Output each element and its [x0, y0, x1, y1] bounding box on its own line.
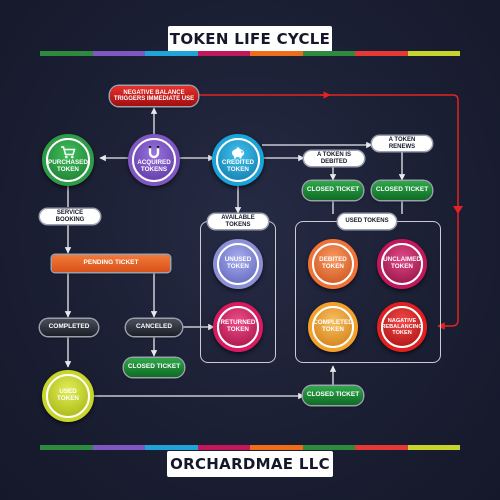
stripe-segment: [92, 445, 145, 450]
closed-ticket-1-text: CLOSED TICKET: [306, 186, 360, 194]
available-tokens-label: AVAILABLE TOKENS: [208, 214, 268, 229]
node-negative-rebalancing-token: NAGATIVE REBALANCING TOKEN: [377, 302, 427, 352]
negative-balance-text: NEGATIVE BALANCE TRIGGERS IMMEDIATE USE: [113, 89, 195, 102]
stripe-segment: [250, 51, 303, 56]
credited-token-label: CREDITED TOKEN: [221, 158, 255, 173]
used-tokens-label: USED TOKENS: [338, 214, 396, 229]
completed-token-label: COMPLETED TOKEN: [313, 319, 353, 333]
a-token-renews-label: A TOKEN RENEWS: [372, 136, 432, 151]
node-credited-token: CREDITED TOKEN: [212, 134, 264, 186]
node-unused-token: UNUSED TOKEN: [213, 239, 263, 289]
node-completed-token: COMPLETED TOKEN: [308, 302, 358, 352]
stripe-segment: [355, 445, 408, 450]
canceled-text: CANCELED: [135, 323, 173, 331]
a-token-is-debited-label: A TOKEN IS DEBITED: [304, 151, 364, 166]
node-purchased-token: PURCHASED TOKEN: [42, 134, 94, 186]
node-returned-token: RETURNED TOKEN: [213, 302, 263, 352]
used-tokens-text: USED TOKENS: [345, 218, 389, 225]
a-token-renews-text: A TOKEN RENEWS: [388, 137, 416, 150]
pending-ticket-text: PENDING TICKET: [83, 259, 139, 267]
pending-ticket-bar: PENDING TICKET: [52, 255, 170, 272]
stripe-segment: [197, 51, 250, 56]
page-title: TOKEN LIFE CYCLE: [168, 26, 332, 52]
stripe-segment: [92, 51, 145, 56]
negative-balance-label: NEGATIVE BALANCE TRIGGERS IMMEDIATE USE: [110, 86, 198, 106]
acquired-tokens-label: ACQUIRED TOKENS: [137, 159, 171, 173]
closed-ticket-2-text: CLOSED TICKET: [375, 186, 429, 194]
completed-label: COMPLETED: [40, 319, 98, 336]
a-token-is-debited-text: A TOKEN IS DEBITED: [316, 152, 351, 165]
stripe-segment: [355, 51, 408, 56]
piggy-bank-icon: [232, 147, 244, 159]
footer-company: ORCHARDMAE LLC: [167, 451, 333, 477]
negative-rebalancing-token-label: NAGATIVE REBALANCING TOKEN: [381, 317, 423, 337]
node-unclaimed-token: UNCLAIMED TOKEN: [377, 239, 427, 289]
top-color-stripe: [40, 51, 460, 56]
closed-ticket-1: CLOSED TICKET: [303, 181, 363, 200]
node-acquired-tokens: ACQUIRED TOKENS: [128, 134, 180, 186]
closed-ticket-3: CLOSED TICKET: [124, 358, 184, 377]
stripe-segment: [407, 51, 460, 56]
unused-token-label: UNUSED TOKEN: [224, 256, 252, 270]
stripe-segment: [250, 445, 303, 450]
completed-text: COMPLETED: [48, 323, 90, 331]
closed-ticket-2: CLOSED TICKET: [372, 181, 432, 200]
stripe-segment: [302, 445, 355, 450]
returned-token-label: RETURNED TOKEN: [220, 319, 256, 333]
purchased-token-label: PURCHASED TOKEN: [48, 159, 88, 173]
stripe-segment: [407, 445, 460, 450]
bottom-color-stripe: [40, 445, 460, 450]
stripe-segment: [197, 445, 250, 450]
stripe-segment: [302, 51, 355, 56]
magnet-icon: [148, 146, 160, 159]
stripe-segment: [145, 445, 198, 450]
unclaimed-token-label: UNCLAIMED TOKEN: [383, 256, 421, 270]
service-booking-label: SERVICE BOOKING: [40, 209, 100, 224]
canceled-label: CANCELED: [126, 319, 182, 336]
stripe-segment: [145, 51, 198, 56]
stripe-segment: [40, 51, 93, 56]
service-booking-text: SERVICE BOOKING: [55, 210, 85, 223]
closed-ticket-4: CLOSED TICKET: [303, 386, 363, 405]
node-debited-token: DEBITED TOKEN: [308, 239, 358, 289]
debited-token-label: DEBITED TOKEN: [319, 256, 347, 270]
stripe-segment: [40, 445, 93, 450]
node-used-token: USED TOKEN: [42, 370, 94, 422]
used-token-label: USED TOKEN: [57, 388, 79, 402]
available-tokens-text: AVAILABLE TOKENS: [221, 215, 255, 228]
shopping-cart-icon: [61, 146, 76, 159]
closed-ticket-3-text: CLOSED TICKET: [127, 363, 181, 371]
closed-ticket-4-text: CLOSED TICKET: [306, 391, 360, 399]
